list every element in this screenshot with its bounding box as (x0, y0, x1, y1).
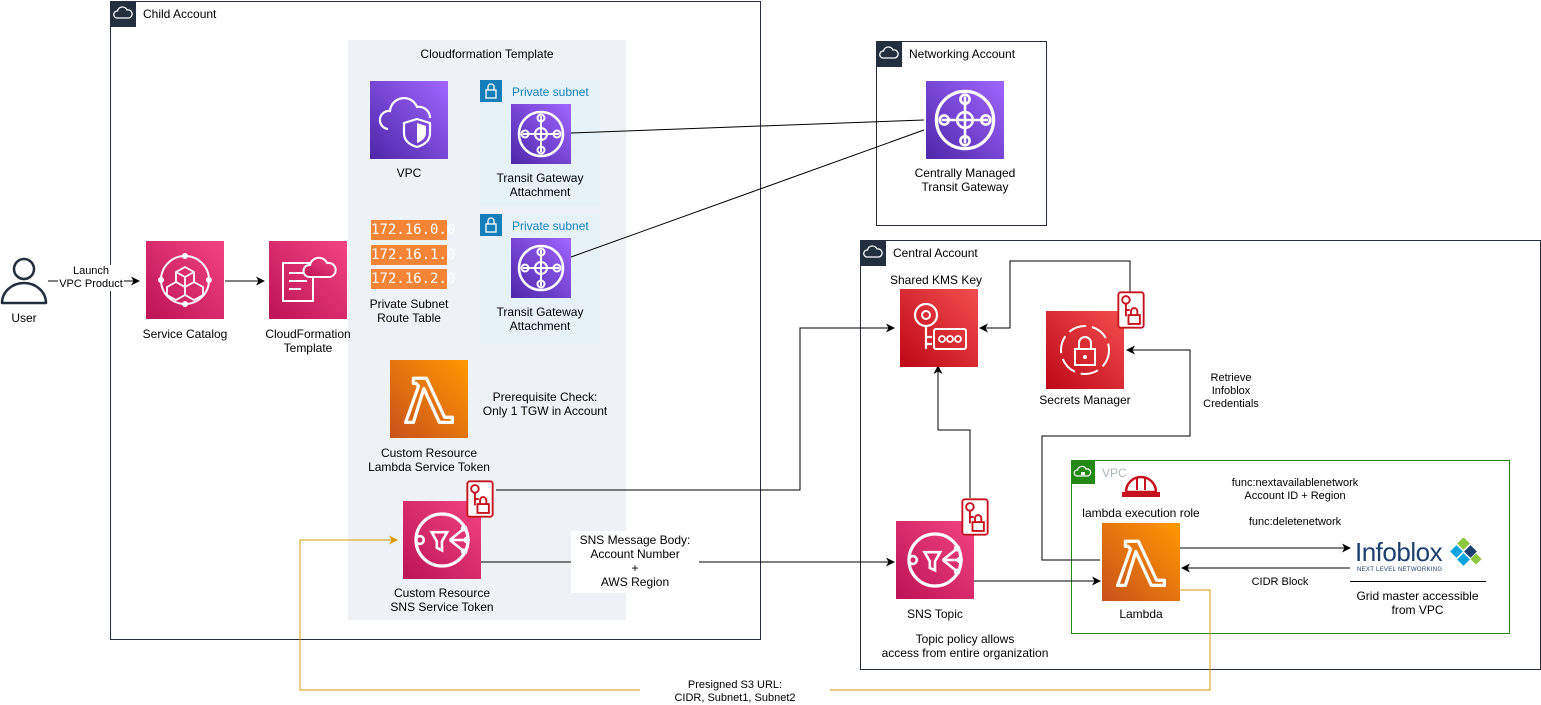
kms-label: Shared KMS Key (889, 273, 983, 287)
transit-gateway-attachment-icon[interactable] (511, 104, 571, 164)
kms-key-icon[interactable] (900, 289, 978, 367)
secrets-manager-label: Secrets Manager (1039, 393, 1131, 407)
route-entry: 172.16.1.0 (371, 245, 456, 265)
cloud-icon (110, 1, 136, 27)
lock-icon (480, 80, 502, 102)
user-label: User (11, 311, 37, 325)
lock-icon (480, 214, 502, 236)
edge-custom-to-kms (496, 323, 895, 491)
route-entry: 172.16.0.0 (371, 220, 456, 240)
edge-secrets-to-kms (979, 260, 1131, 333)
infoblox-logo: Infoblox NEXT LEVEL NETWORKING (1355, 538, 1485, 582)
networking-account-title: Networking Account (909, 47, 1016, 61)
key-lock-icon (960, 498, 990, 536)
route-entry: 172.16.2.0 (371, 269, 456, 289)
edge-lambda-to-secrets (1041, 345, 1191, 561)
transit-gateway-icon[interactable] (926, 81, 1004, 159)
lambda-icon[interactable] (1102, 523, 1180, 601)
vpc-label: VPC (396, 166, 422, 180)
private-subnet-1-title: Private subnet (512, 85, 589, 99)
vpc-cloud-lock-icon (1071, 460, 1095, 484)
central-account-title: Central Account (893, 246, 978, 260)
cloud-icon (876, 41, 902, 67)
infoblox-divider (1350, 581, 1486, 582)
vpc-shield-icon[interactable] (370, 81, 448, 159)
transit-gateway-attachment-icon[interactable] (511, 238, 571, 298)
exec-role-label: lambda execution role (1082, 506, 1200, 520)
vpc-group-title: VPC (1102, 466, 1127, 480)
cloudformation-icon[interactable] (269, 241, 347, 319)
cloudformation-template-title: Cloudformation Template (420, 47, 554, 61)
secrets-manager-icon[interactable] (1046, 311, 1124, 389)
edge-snstopic-to-kms (933, 365, 971, 498)
edge-attachment1-to-tgw (570, 119, 925, 134)
service-catalog-label: Service Catalog (142, 327, 228, 341)
private-subnet-2-title: Private subnet (512, 219, 589, 233)
cloud-icon (860, 240, 886, 266)
lambda-label: Lambda (1119, 607, 1163, 621)
user-icon (0, 255, 48, 305)
hard-hat-icon (1120, 472, 1162, 500)
sns-icon[interactable] (896, 521, 974, 599)
service-catalog-icon[interactable] (146, 241, 224, 319)
key-lock-icon (1116, 291, 1146, 329)
child-account-title: Child Account (143, 7, 217, 21)
edge-attachment2-to-tgw (570, 129, 925, 258)
prerequisite-label: Prerequisite Check:Only 1 TGW in Account (482, 390, 608, 418)
cidr-block-label: CIDR Block (1251, 576, 1309, 588)
lambda-icon[interactable] (390, 360, 468, 438)
presigned-url-label: Presigned S3 URL:CIDR, Subnet1, Subnet2 (640, 679, 830, 705)
func-delete-label: func:deletenetwork (1248, 516, 1342, 528)
key-lock-icon (465, 480, 495, 518)
sns-message-body-label: SNS Message Body:Account Number+AWS Regi… (571, 531, 699, 593)
sns-topic-label: SNS Topic (907, 607, 963, 621)
